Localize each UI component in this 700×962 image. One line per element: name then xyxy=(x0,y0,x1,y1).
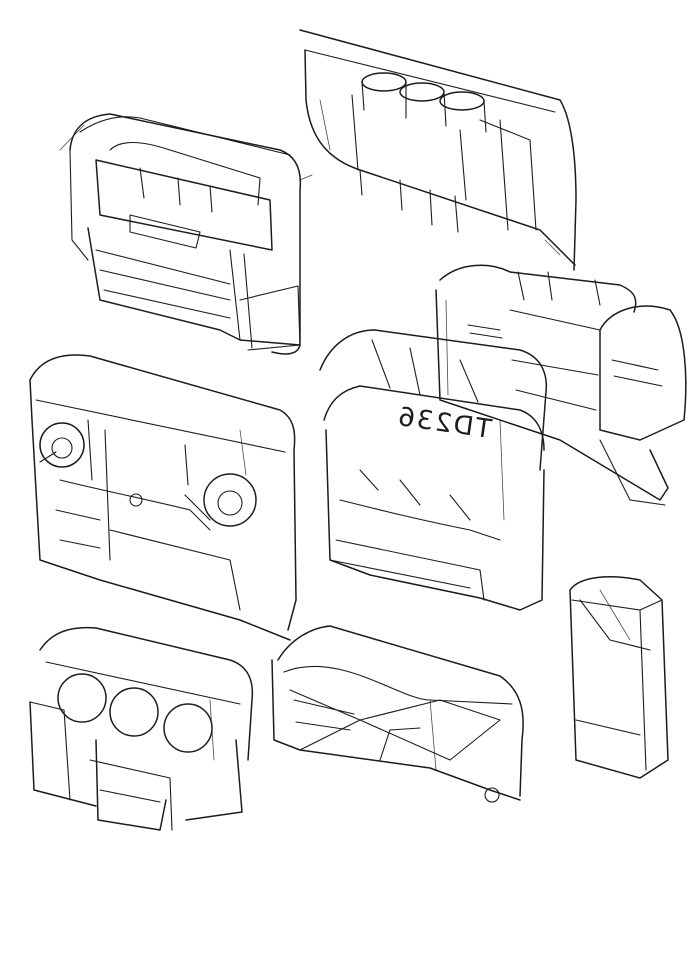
cylinder-unit-sketch-top-right xyxy=(299,29,577,271)
tall-box-sketch-center: TD236 xyxy=(319,329,548,611)
knob-console-sketch-middle-left xyxy=(29,354,297,641)
three-vent-unit-sketch-bottom-left xyxy=(29,626,254,831)
mirrored-model-label: TD236 xyxy=(394,402,494,445)
console-sketch-top-left xyxy=(59,113,313,355)
bowtie-unit-sketch-bottom-center xyxy=(271,625,524,803)
small-tall-box-sketch-bottom-right xyxy=(569,576,669,779)
winged-unit-sketch-middle-right xyxy=(435,264,687,506)
